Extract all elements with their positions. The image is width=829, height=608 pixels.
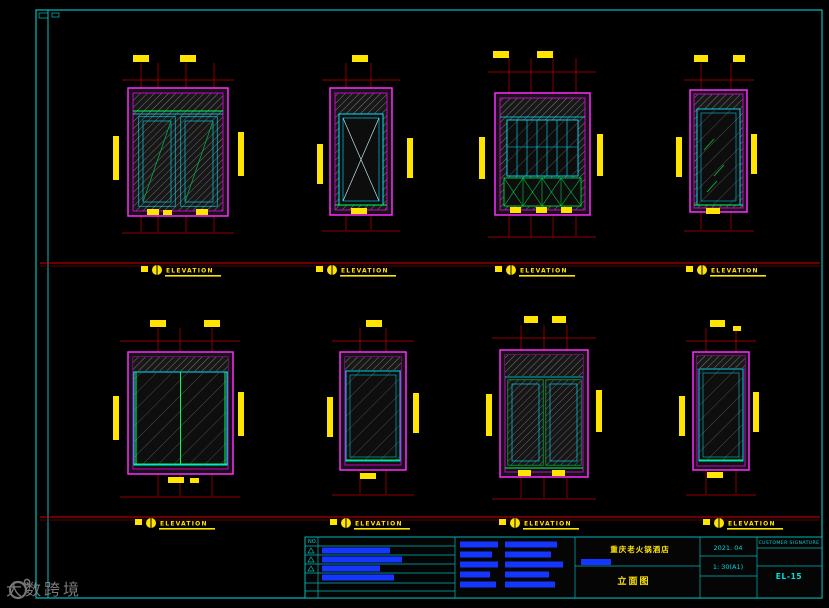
watermark: 大数跨境 [6,576,82,600]
elevation-marker-bar [113,396,119,440]
revision-no-header: NO. [308,539,317,545]
kick-block [536,207,547,213]
cabinet-row [503,177,582,207]
elevation-marker-bar [676,137,682,177]
panel-hatch [345,357,401,370]
section-tag [537,51,553,58]
section-tag [733,326,741,331]
elevation-marker-bar [479,137,485,179]
kick-block [360,473,376,479]
kick-block [707,472,723,478]
kick-block [351,208,367,214]
section-tag [524,316,538,323]
elevation-label: ELEVATION [316,265,396,277]
elevation-marker-bar [327,397,333,437]
drawing-scale: 1: 30(A1) [713,563,743,571]
elevation-marker-bar [317,144,323,184]
door-leaf [138,116,176,207]
section-tag [733,55,745,62]
panel-hatch [505,355,583,376]
section-tag [204,320,220,327]
title-block: NO. 重庆老火锅酒店 立面图 2021. 04 1: 30(A1) CUSTO… [304,536,823,599]
watermark-logo-icon [8,578,31,600]
elevation-marker-bar [751,134,757,174]
revision-entries [322,547,402,581]
kick-block [510,207,521,213]
elevation-label-text: ELEVATION [524,521,572,528]
kick-block [168,477,184,483]
section-tag [352,55,368,62]
section-tag [366,320,382,327]
kick-block [196,209,208,215]
panel-hatch [697,356,745,368]
section-tag [552,316,566,323]
kick-block [190,478,199,483]
kick-block [561,207,572,213]
section-tag [694,55,708,62]
elevation-marker-bar [238,392,244,436]
kick-block [147,209,159,215]
kick-block [163,210,172,215]
elevation-panel-5 [113,320,244,498]
revision-triangle-icon [307,547,315,572]
x-brace [342,117,380,202]
elevation-label: ELEVATION [495,265,575,277]
section-tag [710,320,725,327]
elevation-marker-bar [753,392,759,432]
elevation-panel-4 [676,55,757,232]
elevation-marker-bar [486,394,492,436]
section-tag [150,320,166,327]
elevation-panel-1 [113,55,244,234]
kick-block [552,470,565,476]
door-leaf [545,379,582,466]
elevation-label: ELEVATION [499,518,579,530]
signature-label: CUSTOMER SIGNATURE [759,540,820,546]
elevation-label-text: ELEVATION [341,268,389,275]
drawing-date: 2021. 04 [714,544,743,552]
elevation-panel-2 [317,55,413,232]
section-tag [133,55,149,62]
elevation-marker-bar [596,390,602,432]
elevation-label-text: ELEVATION [166,268,214,275]
credit-entries [460,541,611,588]
elevation-label: ELEVATION [686,265,766,277]
elevation-panel-8 [679,320,759,496]
drawing-name: 立面图 [617,575,650,587]
elevation-panel-7 [486,316,602,500]
elevation-label: ELEVATION [330,518,410,530]
elevation-label-text: ELEVATION [520,268,568,275]
panel-hatch [133,357,228,371]
elevation-marker-bar [238,132,244,176]
elevation-label-text: ELEVATION [711,268,759,275]
elevation-marker-bar [113,136,119,180]
elevation-marker-bar [679,396,685,436]
elevation-label: ELEVATION [135,518,215,530]
section-tag [493,51,509,58]
elevation-panel-6 [327,320,419,496]
elevation-marker-bar [413,393,419,433]
door-leaf [507,379,544,466]
project-name: 重庆老火锅酒店 [610,544,670,554]
door-leaf [180,116,218,207]
elevation-marker-bar [597,134,603,176]
elevation-marker-bar [407,138,413,178]
kick-block [706,208,720,214]
elevation-label: ELEVATION [141,265,221,277]
elevation-label: ELEVATION [703,518,783,530]
section-tag [180,55,196,62]
elevation-label-text: ELEVATION [355,521,403,528]
grain-marks [703,138,725,193]
kick-block [518,470,531,476]
sheet-number: EL-15 [776,572,802,581]
wine-rack [506,119,579,177]
elevation-label-text: ELEVATION [728,521,776,528]
elevation-label-text: ELEVATION [160,521,208,528]
elevation-panel-3 [479,51,603,238]
